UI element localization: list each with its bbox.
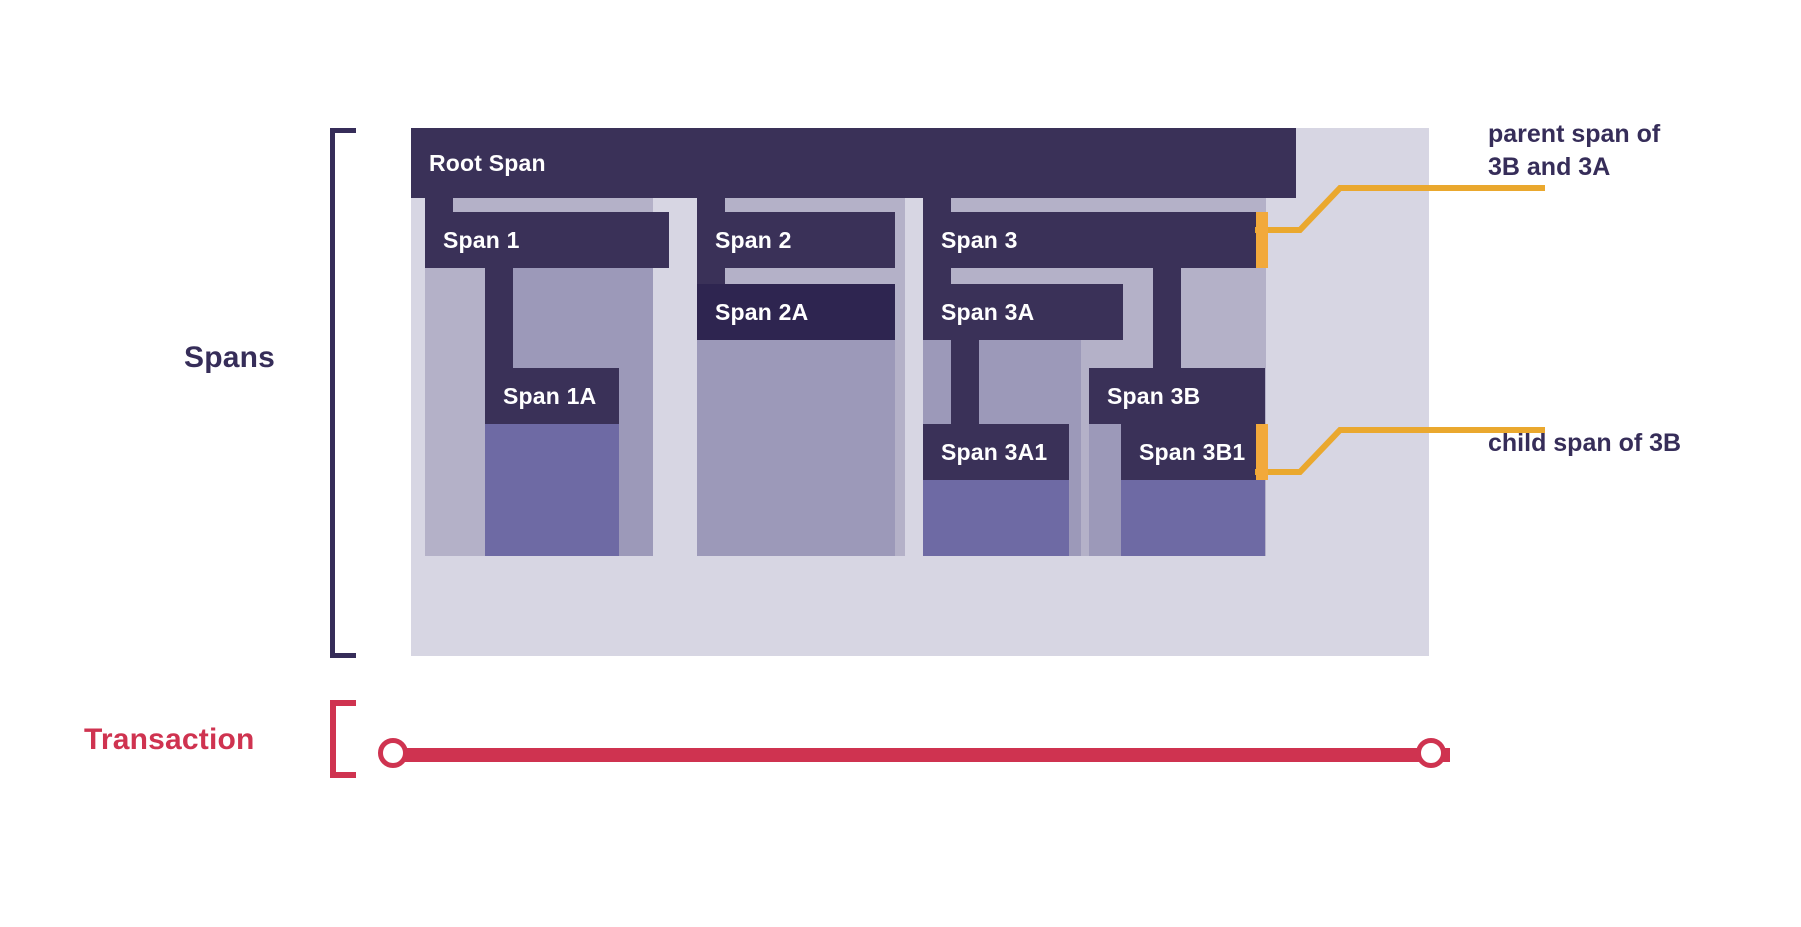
- span-body-3b1: [1121, 480, 1265, 556]
- span-bar-3a[interactable]: Span 3A: [923, 284, 1123, 340]
- span-body-1a-tail: [485, 424, 619, 556]
- spans-bracket: [330, 128, 356, 658]
- span-bar-2a[interactable]: Span 2A: [697, 284, 895, 340]
- span-bar-root[interactable]: Root Span: [411, 128, 1296, 198]
- span-bar-1[interactable]: Span 1: [425, 212, 669, 268]
- transaction-line: [390, 748, 1450, 762]
- highlight-marker-span3b1: [1256, 424, 1268, 480]
- leader-line-parent-span: [1255, 185, 1545, 233]
- callout-parent-span-of-3b-and-3a: parent span of 3B and 3A: [1488, 120, 1661, 181]
- span-body-2a: [697, 340, 895, 556]
- transaction-start-marker: [378, 738, 408, 768]
- spans-waterfall-chart: Root Span Span 1 Span 1A Span 2 Span 2A …: [411, 128, 1429, 656]
- span-bar-3[interactable]: Span 3: [923, 212, 1266, 268]
- span-bar-1a[interactable]: Span 1A: [485, 368, 619, 424]
- highlight-marker-span3: [1256, 212, 1268, 268]
- transaction-end-marker: [1416, 738, 1446, 768]
- transaction-bracket: [330, 700, 356, 778]
- span-bar-3b[interactable]: Span 3B: [1089, 368, 1265, 424]
- span-bar-3a1[interactable]: Span 3A1: [923, 424, 1069, 480]
- transaction-axis-label: Transaction: [84, 723, 255, 756]
- spans-axis-label: Spans: [184, 341, 276, 374]
- callout-child-span-of-3b: child span of 3B: [1488, 429, 1682, 457]
- span-bar-3b1[interactable]: Span 3B1: [1121, 424, 1265, 480]
- transaction-bar: [370, 735, 1460, 775]
- span-body-3a1: [923, 480, 1069, 556]
- connector-span3-to-span3b: [1153, 268, 1181, 378]
- span-bar-2[interactable]: Span 2: [697, 212, 895, 268]
- leader-line-child-span: [1255, 427, 1545, 475]
